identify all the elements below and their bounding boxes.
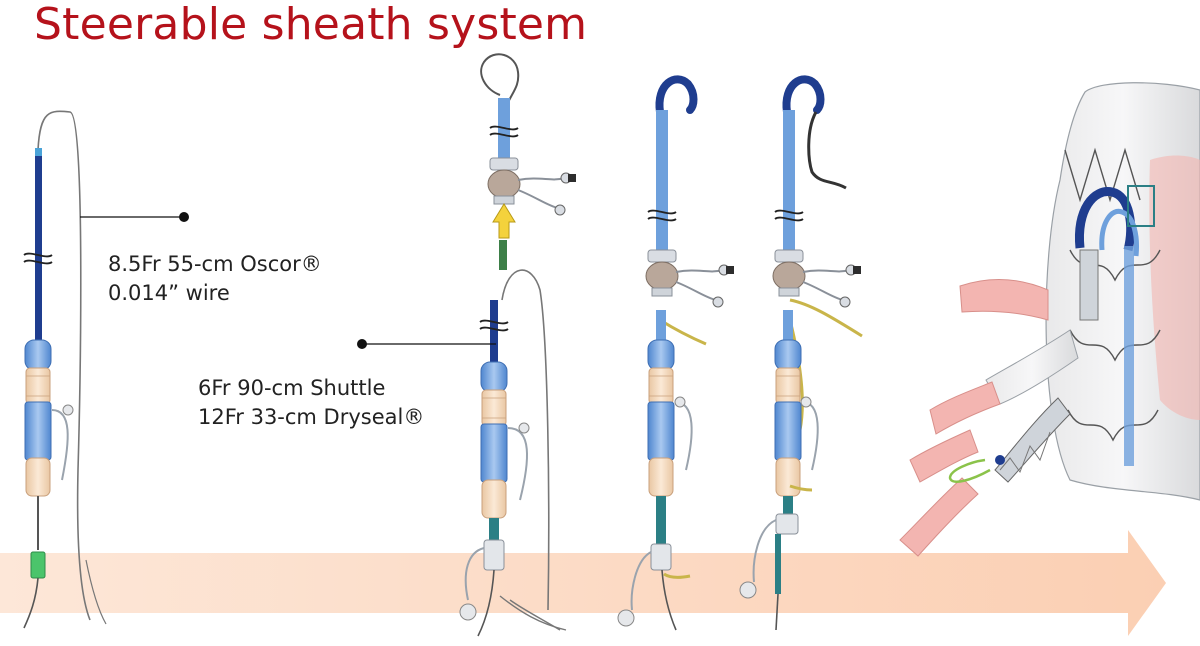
aortic-arch-illustration	[899, 82, 1200, 557]
device-oscor-sheath	[23, 110, 107, 629]
device-steered-sheath-1	[617, 75, 735, 631]
callout-label-oscor-line-2: 0.014” wire	[108, 281, 230, 305]
callout-label-shuttle: 6Fr 90-cm Shuttle 12Fr 33-cm Dryseal®	[198, 374, 424, 432]
callout-label-oscor: 8.5Fr 55-cm Oscor® 0.014” wire	[108, 250, 322, 308]
callout-dot-b	[357, 339, 367, 349]
callout-label-shuttle-line-2: 12Fr 33-cm Dryseal®	[198, 405, 425, 429]
callout-label-shuttle-line-1: 6Fr 90-cm Shuttle	[198, 376, 386, 400]
page-title: Steerable sheath system	[34, 0, 588, 50]
device-steered-sheath-2	[739, 75, 863, 631]
callout-dot-a	[179, 212, 189, 222]
progress-arrow	[0, 530, 1166, 636]
callout-label-oscor-line-1: 8.5Fr 55-cm Oscor®	[108, 252, 322, 276]
device-shuttle-dryseal	[459, 53, 577, 637]
